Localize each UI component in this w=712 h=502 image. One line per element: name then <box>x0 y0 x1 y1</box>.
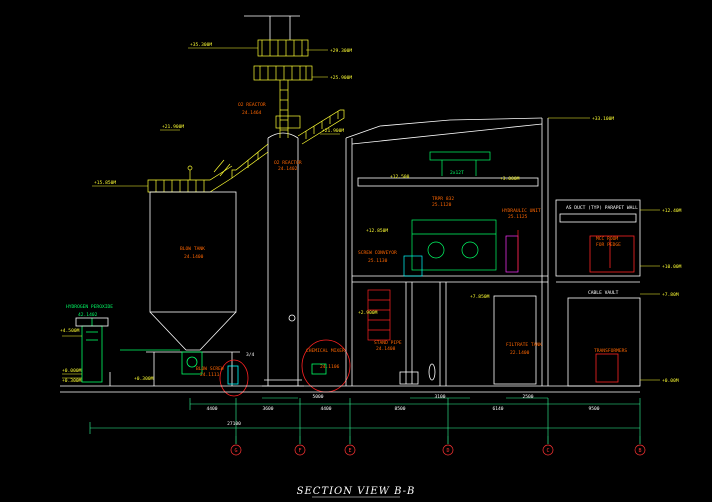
o2-reactor-tag: 24.1464 <box>242 110 262 116</box>
o2-reactor-tag: 24.1402 <box>278 166 298 172</box>
filtrate-tank-label: FILTRATE TANK <box>506 342 542 348</box>
mcc-room-sub-label: FOR PEDGE <box>596 242 621 248</box>
filtrate-tank <box>399 282 537 385</box>
blow-screw-tag: 24.1111 <box>200 372 220 378</box>
elevation-label: +4.500M <box>60 328 80 334</box>
grid-bubble-b: B <box>638 448 641 454</box>
grid-bubbles <box>230 436 646 456</box>
elevation-label: +0.300M <box>62 378 82 384</box>
screw-conveyor-tag: 25.1130 <box>368 258 388 264</box>
stand-pipe-tag: 24.1408 <box>376 346 396 352</box>
dimension-label: 27100 <box>227 421 241 427</box>
dimension-label: 2500 <box>522 394 533 400</box>
parapet-label: AS DUCT (TYP) PARAPET WALL <box>566 205 638 211</box>
dimension-label: 8500 <box>394 406 405 412</box>
chemical-mixer-label: CHEMICAL MIXER <box>306 348 345 354</box>
hydrogen-peroxide-label: HYDROGEN PEROXIDE <box>66 304 113 310</box>
grid-bubble-g: G <box>234 448 237 454</box>
elevation-label: +2.900M <box>358 310 378 316</box>
o2-reactor-label: O2 REACTOR <box>238 102 266 108</box>
elevation-label: +0.00M <box>662 378 679 384</box>
dimension-label: 6140 <box>492 406 503 412</box>
hydraulic-unit-label: HYDRAULIC UNIT <box>502 208 541 214</box>
stand-pipe-label: STAND PIPE <box>374 340 402 346</box>
elevation-label: +15.850M <box>94 180 116 186</box>
twin-roll-tag: 25.1120 <box>432 202 452 208</box>
chemical-mixer-tag: 24.1106 <box>320 364 340 370</box>
annex-building <box>555 199 641 387</box>
tower-platforms <box>253 39 313 138</box>
filtrate-tank-tag: 22.1400 <box>510 350 530 356</box>
ground-line <box>60 349 640 393</box>
transformers-label: TRANSFORMERS <box>594 348 627 354</box>
elevation-label: +3.000M <box>500 176 520 182</box>
elevation-label: +10.00M <box>662 264 682 270</box>
elevation-label: +33.100M <box>592 116 614 122</box>
blow-tank-label: BLOW TANK <box>180 246 205 252</box>
dimension-label: 5000 <box>312 394 323 400</box>
grid-bubble-c: C <box>546 448 549 454</box>
hydrogen-peroxide-tag: 42.1402 <box>78 312 98 318</box>
elevation-label: +7.850M <box>470 294 490 300</box>
elevation-label: +12.40M <box>662 208 682 214</box>
elevation-leaders <box>62 47 660 381</box>
twin-roll-press <box>403 219 519 277</box>
elevation-label: +21.900M <box>322 128 344 134</box>
blow-screw-label: BLOW SCREW <box>196 366 224 372</box>
elevation-label: +12.850M <box>366 228 388 234</box>
elevation-label: +21.900M <box>162 124 184 130</box>
elevation-label: +0.300M <box>134 376 154 382</box>
blow-tank-tag: 24.1400 <box>184 254 204 260</box>
elevation-label: +35.300M <box>190 42 212 48</box>
dimension-label: 4400 <box>320 406 331 412</box>
cable-vault-label: CABLE VAULT <box>588 290 619 296</box>
grid-bubble-f: F <box>298 448 301 454</box>
crane-label: 2x12T <box>450 170 464 176</box>
elevation-label: +25.900M <box>330 75 352 81</box>
dimension-lines <box>89 397 641 436</box>
elevation-label: +12.500 <box>390 174 410 180</box>
main-building <box>345 117 640 387</box>
tag-label: 3/4 <box>246 352 255 358</box>
screw-conveyor-label: SCREW CONVEYOR <box>358 250 397 256</box>
hydraulic-unit-tag: 25.1125 <box>508 214 528 220</box>
dimension-label: 4400 <box>206 406 217 412</box>
dimension-label: 3100 <box>434 394 445 400</box>
grid-bubble-d: D <box>446 448 449 454</box>
o2-reactor-label: O2 REACTOR <box>274 160 302 166</box>
stand-pipe <box>367 289 391 341</box>
hydrogen-peroxide-tank <box>75 317 109 383</box>
twin-roll-label: TRPR 832 <box>432 196 454 202</box>
crane <box>429 151 491 176</box>
dimension-label: 9500 <box>588 406 599 412</box>
mcc-room-label: MCC ROOM <box>596 236 618 242</box>
elevation-label: +7.80M <box>662 292 679 298</box>
drawing-title: SECTION VIEW B-B <box>297 486 416 497</box>
elevation-label: +0.000M <box>62 368 82 374</box>
dimension-label: 3600 <box>262 406 273 412</box>
elevation-label: +29.300M <box>330 48 352 54</box>
grid-bubble-e: E <box>348 448 351 454</box>
